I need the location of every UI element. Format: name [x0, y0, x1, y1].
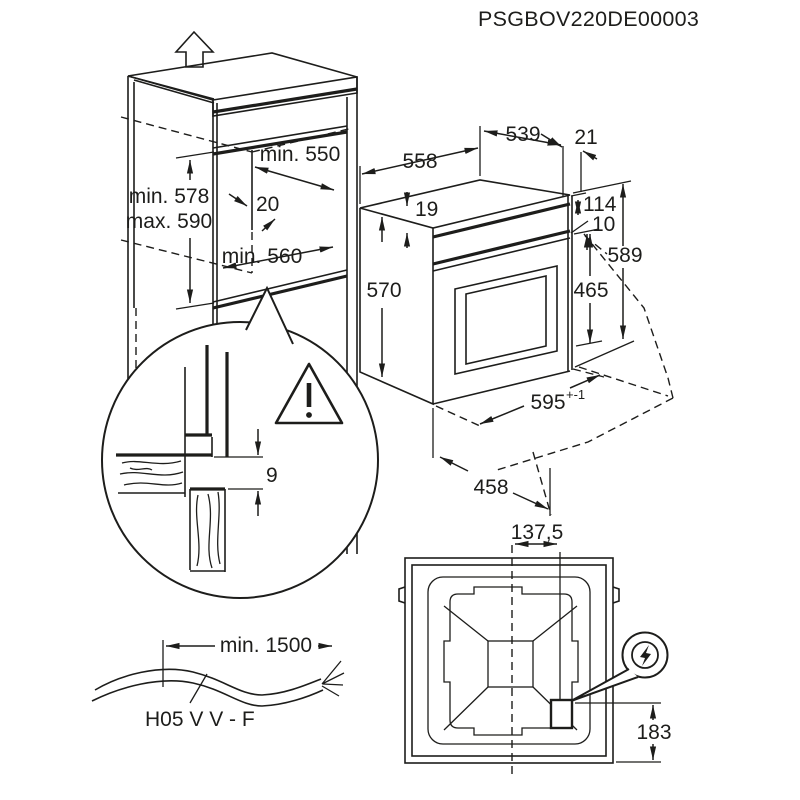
dim-top-depth: 539: [505, 123, 540, 146]
dim-niche-height-max: max. 590: [126, 210, 212, 233]
dim-door-gap: 10: [592, 213, 615, 236]
dim-vent-gap: 20: [256, 193, 279, 216]
warning-icon: [274, 362, 344, 425]
dim-side-height: 570: [366, 279, 401, 302]
dim-connection-offset-x: 137,5: [511, 521, 564, 544]
dim-top-trim: 19: [415, 198, 438, 221]
dim-niche-depth: min. 550: [260, 143, 341, 166]
dim-panel-height: 114: [583, 193, 617, 216]
dim-niche-height-min: min. 578: [129, 185, 210, 208]
electrical-hazard-icon: [570, 631, 669, 702]
dim-door-height: 465: [573, 279, 608, 302]
dim-niche-width: min. 560: [222, 245, 303, 268]
cable-type-label: H05 V V - F: [145, 708, 255, 731]
product-code: PSGBOV220DE00003: [478, 7, 699, 31]
oven-drawing: 19 570 558 539 21 114 10 589: [359, 123, 674, 516]
dim-front-width: 595: [530, 391, 565, 414]
dim-connection-offset-y: 183: [636, 721, 671, 744]
dim-cable-length: min. 1500: [220, 634, 312, 657]
rear-view-drawing: 137,5 183: [398, 521, 672, 775]
mains-cable-drawing: min. 1500 H05 V V - F: [91, 634, 345, 731]
dim-front-width-tolerance: +-1: [566, 387, 585, 402]
dim-total-height: 589: [607, 244, 642, 267]
detail-callout: 9: [101, 285, 379, 599]
dim-top-width: 558: [402, 150, 437, 173]
dim-body-depth: 458: [473, 476, 508, 499]
dim-front-offset: 21: [574, 126, 597, 149]
dim-panel-gap: 9: [266, 464, 278, 487]
airflow-up-arrow-icon: [174, 30, 215, 68]
